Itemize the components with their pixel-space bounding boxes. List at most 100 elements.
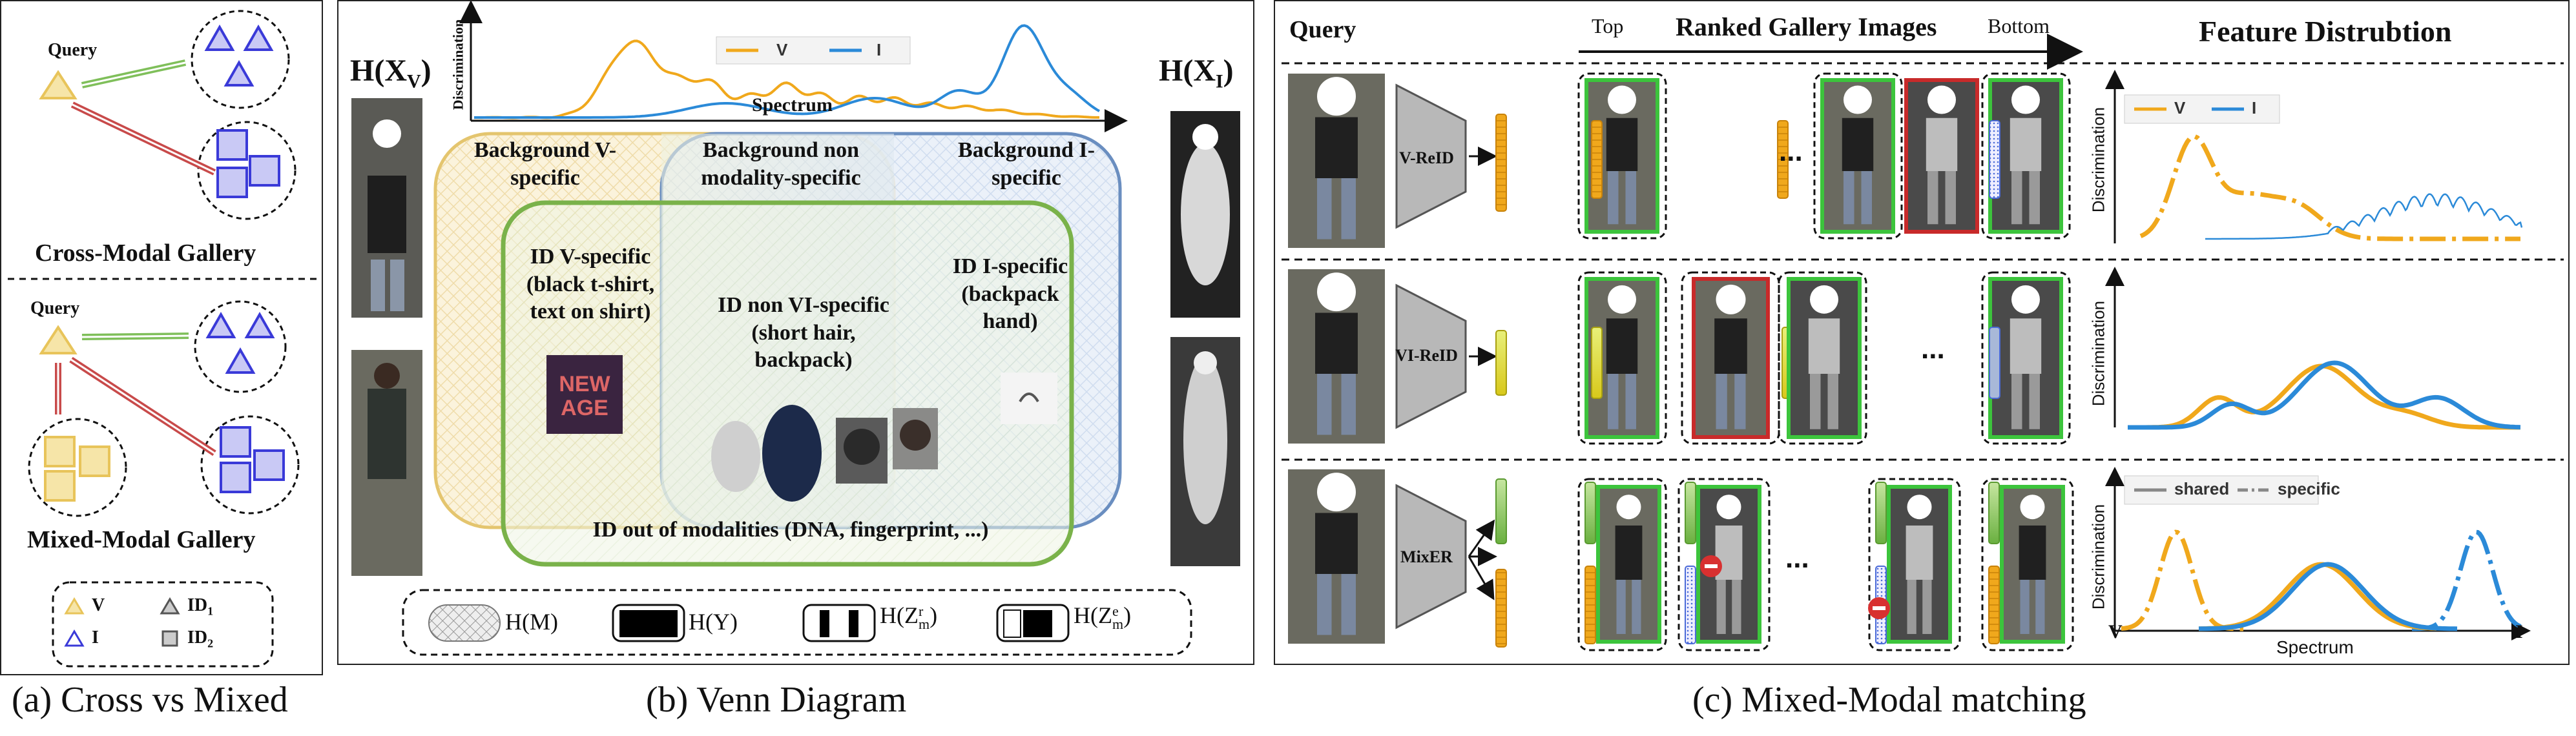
match-frame (1584, 78, 1659, 234)
v-spectrum-curve (474, 39, 1099, 119)
feature-bar (1495, 330, 1507, 396)
mixed-modal-gallery-title: Mixed-Modal Gallery (27, 526, 256, 553)
legend-i-label: I (92, 628, 99, 648)
feature-bar (1777, 120, 1789, 199)
gallery-item-box (1981, 271, 2071, 445)
feature-ylabel-1: Discrimination (2088, 107, 2108, 213)
i-triangle-icon (204, 24, 235, 51)
axis-spectrum-label: Spectrum (2276, 637, 2354, 657)
feature-bar (1685, 566, 1696, 644)
feature-legend-specific: specific (2278, 479, 2340, 498)
panel-c-graphics (1282, 34, 2564, 651)
i-square-icon (216, 167, 248, 198)
encoder-trapezoid (1395, 283, 1467, 429)
chart-x-label: Spectrum (752, 94, 833, 116)
i-spectrum-curve (474, 24, 1100, 119)
mixed-gallery-i-cluster (194, 300, 287, 393)
feature-legend-i: I (2252, 98, 2257, 118)
i-square-icon (249, 155, 280, 187)
i-feature-curve (2128, 360, 2521, 430)
caption-a: (a) Cross vs Mixed (12, 680, 288, 720)
query-triangle-icon (39, 70, 78, 99)
panel-a-legend-box (52, 581, 274, 668)
legend-id2-label: ID2 (187, 628, 214, 650)
gallery-item-box (1778, 271, 1867, 445)
v-square-icon (44, 436, 76, 467)
id2-square-icon (161, 630, 178, 647)
feature-chart-3 (2105, 467, 2531, 640)
hand-ir-thumbnail (1001, 373, 1057, 424)
caption-c: (c) Mixed-Modal matching (1692, 680, 2086, 720)
feature-bar (1989, 120, 2000, 199)
match-frame (2000, 485, 2065, 644)
id1-triangle-icon (160, 597, 180, 615)
feature-bar (1495, 478, 1507, 544)
gallery-item-box (1577, 72, 1667, 240)
shirt-thumb-text: NEW AGE (559, 372, 610, 421)
gallery-item-box (1813, 72, 1903, 240)
cross-gallery-i-square-cluster (197, 121, 296, 220)
bottom-label: Bottom (1988, 14, 2050, 37)
feature-ylabel-2: Discrimination (2088, 300, 2108, 407)
match-frame (1787, 277, 1862, 439)
i-triangle-icon (225, 347, 256, 374)
feature-ylabel-3: Discrimination (2088, 504, 2108, 610)
v-feature-curve (2139, 134, 2520, 241)
legend-id1-label: ID1 (187, 595, 214, 618)
feature-bar (1989, 327, 2000, 399)
shirt-text-thumbnail (546, 355, 623, 434)
cross-gallery-i-cluster (191, 10, 290, 109)
legend-v-label: V (92, 595, 105, 615)
matching-rows (1288, 72, 2074, 651)
feature-bar (1988, 482, 2000, 544)
gallery-item-box (1577, 271, 1667, 445)
chart-legend-i: I (877, 40, 882, 59)
feature-bar (1591, 120, 1603, 199)
i-triangle-icon (205, 311, 236, 338)
legend-hm-label: H(M) (505, 609, 558, 635)
match-frame (1596, 485, 1661, 644)
feature-chart-2 (2105, 267, 2521, 430)
bg-v-specific-label: Background V-specific (473, 138, 617, 190)
feature-legend-v: V (2174, 98, 2186, 118)
mixed-gallery-v-cluster (28, 418, 127, 517)
query-label-bottom: Query (30, 298, 80, 318)
encoder-trapezoid (1395, 484, 1467, 629)
gallery-item-box (1981, 72, 2071, 240)
v-triangle-icon (64, 597, 85, 615)
feature-bar (1584, 566, 1596, 644)
ellipsis-row3: ... (1785, 542, 1809, 574)
id-v-specific-label: ID V-specific (black t-shirt, text on sh… (526, 245, 655, 323)
panel-a: Query Cross-Modal Gallery Query Mixed-Mo… (0, 0, 323, 675)
ellipsis-row2: ... (1921, 333, 1945, 365)
model-vi-reid-label: VI-ReID (1395, 346, 1458, 365)
i-square-icon (220, 426, 251, 458)
feature-bar (1685, 482, 1696, 544)
feature-bar (1988, 566, 2000, 644)
i-feature-curve (2205, 193, 2523, 240)
i-square-icon (253, 449, 285, 481)
gallery-item-box (1577, 478, 1667, 651)
i-triangle-icon (223, 59, 254, 87)
ranked-gallery-label: Ranked Gallery Images (1676, 12, 1937, 41)
hair-thumbnail (711, 421, 760, 492)
feature-distribution-title: Feature Distrubtion (2199, 15, 2452, 48)
feature-legend-shared: shared (2174, 479, 2230, 498)
v-specific-curve (2121, 529, 2243, 631)
v-square-icon (44, 470, 76, 502)
id-non-specific-label: ID non VI-specific (short hair, backpack… (718, 293, 889, 372)
i-triangle-icon (243, 24, 274, 51)
chart-legend-v: V (776, 40, 788, 59)
backpack-thumbnail (762, 405, 822, 502)
v-square-icon (79, 445, 110, 477)
match-frame (1820, 78, 1895, 234)
entropy-m-icon (428, 604, 501, 642)
hxv-label: H(XV) (350, 54, 431, 92)
panel-b-graphics (351, 1, 1240, 656)
chart-y-label: Discrimination (450, 19, 466, 110)
panel-a-graphics (8, 10, 318, 668)
gallery-item-box (1678, 478, 1771, 651)
i-shared-curve (2198, 562, 2458, 631)
gallery-item-box (1868, 478, 1961, 651)
